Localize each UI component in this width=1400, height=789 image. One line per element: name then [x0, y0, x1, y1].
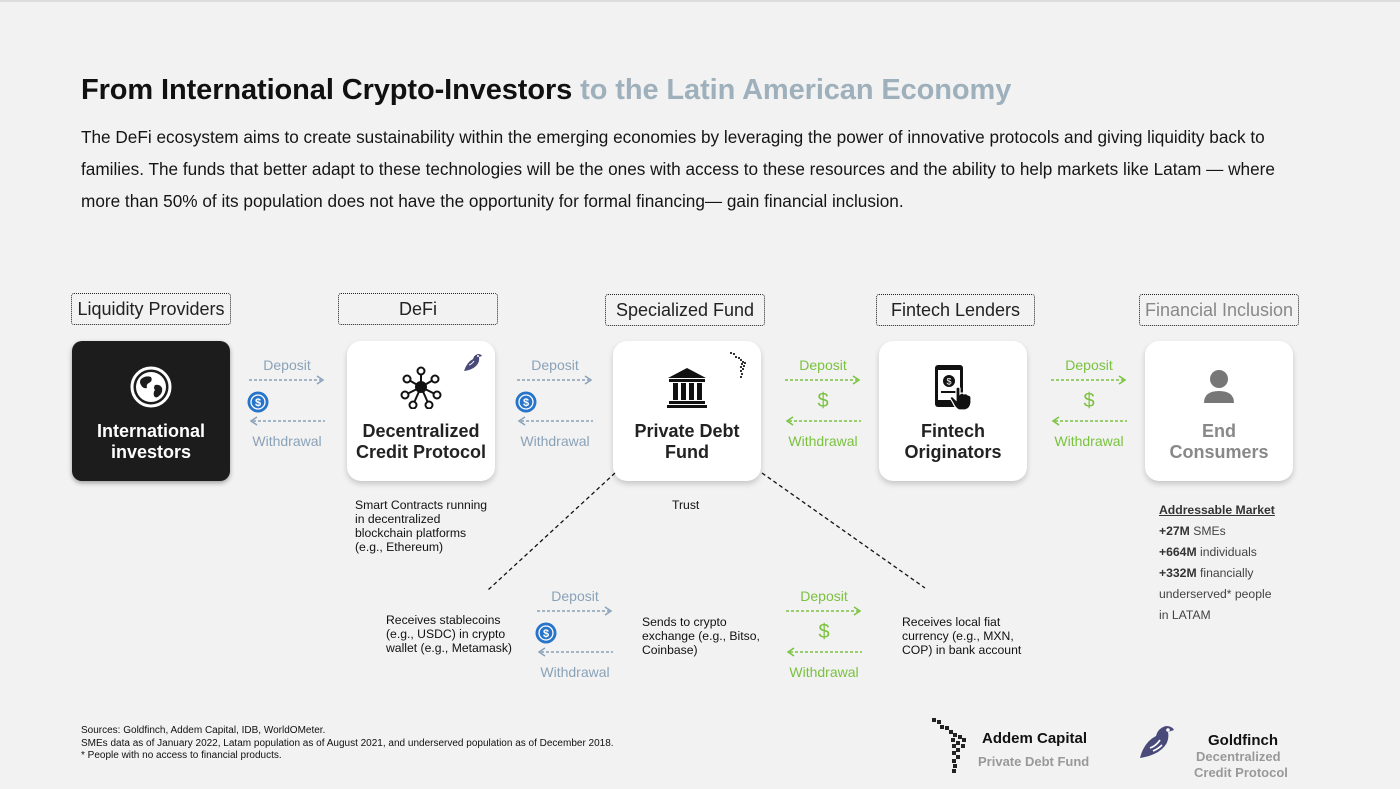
top-divider [0, 0, 1400, 2]
person-icon [1199, 363, 1239, 411]
deposit-arrow [537, 606, 613, 616]
addem-name: Addem Capital [982, 730, 1088, 747]
withdrawal-arrow [785, 416, 861, 426]
note-fiat: Receives local fiat currency (e.g., MXN,… [902, 615, 1022, 657]
mobile-payment-icon: $ [931, 363, 975, 411]
withdrawal-label: Withdrawal [1054, 433, 1124, 449]
card-title-fintech-originators: Fintech Originators [904, 421, 1002, 462]
title-accent: to the Latin American Economy [580, 74, 1012, 106]
deposit-label: Deposit [800, 588, 848, 604]
deposit-label: Deposit [799, 357, 847, 373]
goldfinch-sub-2: Credit Protocol [1194, 765, 1288, 780]
trust-connector-lines [487, 472, 926, 591]
market-row: +332M financially [1159, 566, 1254, 580]
deposit-arrow [786, 606, 862, 616]
globe-icon [129, 363, 173, 411]
stage-label-defi: DeFi [338, 293, 498, 325]
deposit-arrow [1051, 375, 1127, 385]
deposit-label: Deposit [263, 357, 311, 373]
card-end-consumers: End Consumers [1145, 341, 1293, 481]
market-heading: Addressable Market [1159, 503, 1275, 517]
market-row: +664M individuals [1159, 545, 1257, 559]
svg-text:$: $ [523, 397, 529, 409]
dollar-icon: $ [818, 621, 830, 643]
card-fintech-originators: $ Fintech Originators [879, 341, 1027, 481]
bank-icon [666, 363, 708, 411]
withdrawal-label: Withdrawal [789, 664, 859, 680]
card-title-end-consumers: End Consumers [1169, 421, 1269, 462]
sources-line: * People with no access to financial pro… [81, 750, 282, 761]
withdrawal-arrow [537, 647, 613, 657]
withdrawal-label: Withdrawal [520, 433, 590, 449]
note-smart-contracts: Smart Contracts running in decentralized… [355, 498, 488, 554]
dollar-icon: $ [1083, 390, 1095, 412]
withdrawal-arrow [517, 416, 593, 426]
intro-paragraph: The DeFi ecosystem aims to create sustai… [81, 127, 1275, 211]
stage-label-liquidity-providers: Liquidity Providers [71, 293, 231, 325]
stage-label-specialized-fund: Specialized Fund [605, 294, 765, 326]
goldfinch-sub-1: Decentralized [1196, 749, 1281, 764]
svg-text:$: $ [543, 628, 549, 640]
network-icon [399, 363, 443, 411]
withdrawal-label: Withdrawal [540, 664, 610, 680]
market-row: in LATAM [1159, 608, 1211, 622]
addem-map-icon [932, 718, 966, 773]
market-row: underserved* people [1159, 587, 1272, 601]
deposit-arrow [785, 375, 861, 385]
withdrawal-arrow [1051, 416, 1127, 426]
goldfinch-name: Goldfinch [1208, 732, 1278, 749]
card-international-investors: International investors [72, 341, 230, 481]
addem-sub: Private Debt Fund [978, 754, 1090, 769]
sources-line: SMEs data as of January 2022, Latam popu… [81, 737, 614, 749]
card-title-private-debt-fund: Private Debt Fund [634, 421, 740, 462]
deposit-label: Deposit [1065, 357, 1113, 373]
withdrawal-label: Withdrawal [788, 433, 858, 449]
note-trust: Trust [672, 498, 700, 512]
page-title: From International Crypto-Investors to t… [81, 74, 1011, 107]
goldfinch-bird-icon [1140, 726, 1174, 758]
svg-text:$: $ [946, 377, 951, 387]
note-stablecoins: Receives stablecoins (e.g., USDC) in cry… [386, 613, 512, 655]
title-main: From International Crypto-Investors [81, 74, 573, 106]
card-private-debt-fund: Private Debt Fund [613, 341, 761, 481]
deposit-arrow [249, 375, 325, 385]
stage-label-fintech-lenders: Fintech Lenders [876, 294, 1035, 326]
note-exchange: Sends to crypto exchange (e.g., Bitso, C… [642, 615, 760, 657]
dollar-icon: $ [817, 390, 829, 412]
latam-map-icon [729, 351, 749, 384]
sources-footnote: Sources: Goldfinch, Addem Capital, IDB, … [81, 725, 614, 763]
deposit-label: Deposit [531, 357, 579, 373]
market-row: +27M SMEs [1159, 524, 1226, 538]
withdrawal-arrow [249, 416, 325, 426]
goldfinch-bird-icon [461, 351, 483, 378]
withdrawal-label: Withdrawal [252, 433, 322, 449]
card-title-decentralized-credit-protocol: Decentralized Credit Protocol [355, 421, 486, 462]
card-decentralized-credit-protocol: Decentralized Credit Protocol [347, 341, 495, 481]
addressable-market: Addressable Market +27M SMEs +664M indiv… [1159, 500, 1275, 626]
withdrawal-arrow [786, 647, 862, 657]
card-title-international-investors: International investors [96, 421, 205, 462]
stage-label-financial-inclusion: Financial Inclusion [1139, 294, 1299, 326]
sources-line: Sources: Goldfinch, Addem Capital, IDB, … [81, 725, 326, 736]
deposit-arrow [517, 375, 593, 385]
svg-text:$: $ [255, 397, 261, 409]
deposit-label: Deposit [551, 588, 599, 604]
